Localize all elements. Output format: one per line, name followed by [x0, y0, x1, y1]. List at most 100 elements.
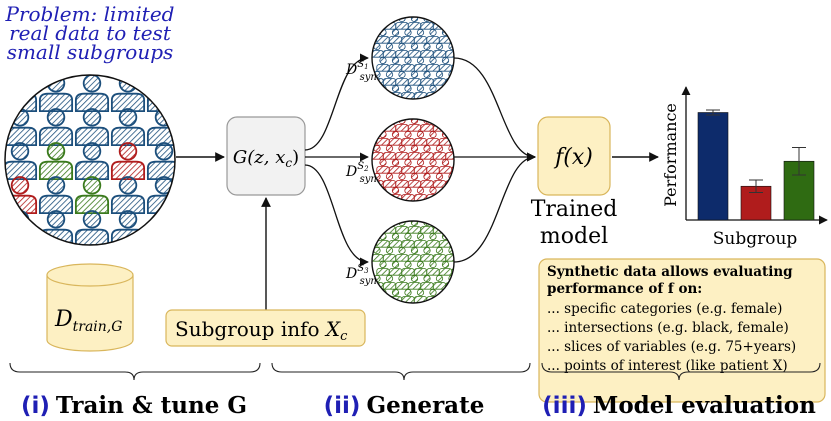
- train-dataset-cylinder: Dtrain,G: [46, 263, 134, 352]
- person-icon: [451, 166, 454, 174]
- person-icon: [146, 142, 175, 181]
- person-icon: [432, 172, 447, 188]
- person-icon: [376, 84, 390, 99]
- person-icon: [38, 176, 74, 215]
- person-icon: [413, 260, 428, 276]
- person-icon: [432, 274, 447, 290]
- person-icon: [426, 260, 440, 276]
- stage-braces: [9, 362, 821, 381]
- person-icon: [413, 28, 428, 44]
- person-icon: [426, 28, 440, 44]
- person-icon: [445, 221, 454, 234]
- person-icon: [413, 56, 428, 72]
- evaluation-item-2: ... intersections (e.g. black, female): [547, 320, 789, 336]
- person-icon: [388, 232, 403, 248]
- person-icon: [110, 142, 146, 181]
- chart-errorbar-3: [792, 147, 806, 176]
- person-icon: [451, 92, 454, 99]
- person-icon: [420, 144, 434, 160]
- stage-label-generate: (ii)Generate: [324, 392, 485, 419]
- problem-line-2: real data to test: [9, 21, 172, 45]
- person-icon: [401, 260, 415, 276]
- person-icon: [413, 186, 428, 201]
- person-icon: [146, 75, 175, 113]
- person-icon: [74, 176, 110, 215]
- person-icon: [432, 144, 447, 160]
- person-icon: [401, 232, 415, 248]
- stage-label-train: (i)Train & tune G: [21, 392, 247, 419]
- person-icon: [74, 108, 110, 147]
- person-icon: [451, 240, 454, 248]
- person-icon: [451, 194, 454, 201]
- person-icon: [154, 244, 174, 245]
- person-icon: [388, 158, 403, 174]
- person-icon: [445, 172, 454, 188]
- evaluation-item-1: ... specific categories (e.g. female): [547, 301, 782, 317]
- person-icon: [401, 84, 415, 99]
- person-icon: [382, 246, 397, 262]
- train-dataset-label: Dtrain,G: [54, 307, 122, 335]
- person-icon: [382, 144, 397, 160]
- person-icon: [451, 268, 454, 276]
- evaluation-item-4: ... points of interest (like patient X): [547, 358, 788, 374]
- person-icon: [438, 158, 453, 174]
- person-icon: [5, 108, 38, 147]
- person-icon: [426, 232, 440, 248]
- person-icon: [376, 232, 390, 248]
- person-icon: [401, 28, 415, 44]
- person-icon: [413, 130, 428, 146]
- person-icon: [445, 119, 454, 132]
- model-caption-line-2: model: [540, 224, 608, 249]
- evaluation-heading-1: Synthetic data allows evaluating: [547, 264, 793, 280]
- chart-errorbar-2: [749, 179, 763, 193]
- person-icon: [445, 17, 454, 30]
- person-icon: [401, 158, 415, 174]
- person-icon: [146, 108, 175, 147]
- chart-bar-1: [697, 112, 729, 221]
- model-box: f(x): [537, 116, 611, 196]
- person-icon: [38, 75, 74, 113]
- person-icon: [420, 221, 434, 234]
- chart-xlabel: Subgroup: [713, 229, 798, 249]
- person-icon: [407, 17, 422, 30]
- person-icon: [420, 119, 434, 132]
- generator-output-arrows: [304, 53, 369, 267]
- person-icon: [438, 56, 453, 72]
- person-icon: [451, 36, 454, 44]
- evaluation-heading-2: performance of f on:: [547, 281, 702, 297]
- stage-label-evaluation: (iii)Model evaluation: [542, 392, 816, 419]
- person-icon: [426, 56, 440, 72]
- person-icon: [372, 119, 384, 132]
- person-icon: [451, 138, 454, 146]
- subgroup-info-label: Subgroup info Xc: [175, 317, 348, 344]
- person-icon: [451, 296, 454, 303]
- person-icon: [426, 288, 440, 303]
- generator-box: G(z, xc): [226, 116, 306, 196]
- person-icon: [401, 56, 415, 72]
- person-icon: [38, 142, 74, 181]
- person-icon: [388, 260, 403, 276]
- synthetic-circle-3: [371, 220, 455, 304]
- person-icon: [382, 274, 397, 290]
- model-label: f(x): [553, 145, 593, 170]
- person-icon: [451, 64, 454, 72]
- person-icon: [426, 186, 440, 201]
- person-icon: [413, 158, 428, 174]
- model-caption-line-1: Trained: [531, 197, 618, 222]
- person-icon: [38, 108, 74, 147]
- person-icon: [432, 42, 447, 58]
- person-icon: [110, 108, 146, 147]
- problem-line-3: small subgroups: [7, 40, 174, 64]
- person-icon: [395, 70, 409, 86]
- person-icon: [376, 260, 390, 276]
- person-icon: [407, 144, 422, 160]
- person-icon: [401, 288, 415, 303]
- person-icon: [5, 75, 38, 113]
- chart-ylabel: Performance: [661, 103, 680, 207]
- person-icon: [420, 17, 434, 30]
- person-icon: [382, 172, 397, 188]
- person-icon: [5, 210, 38, 245]
